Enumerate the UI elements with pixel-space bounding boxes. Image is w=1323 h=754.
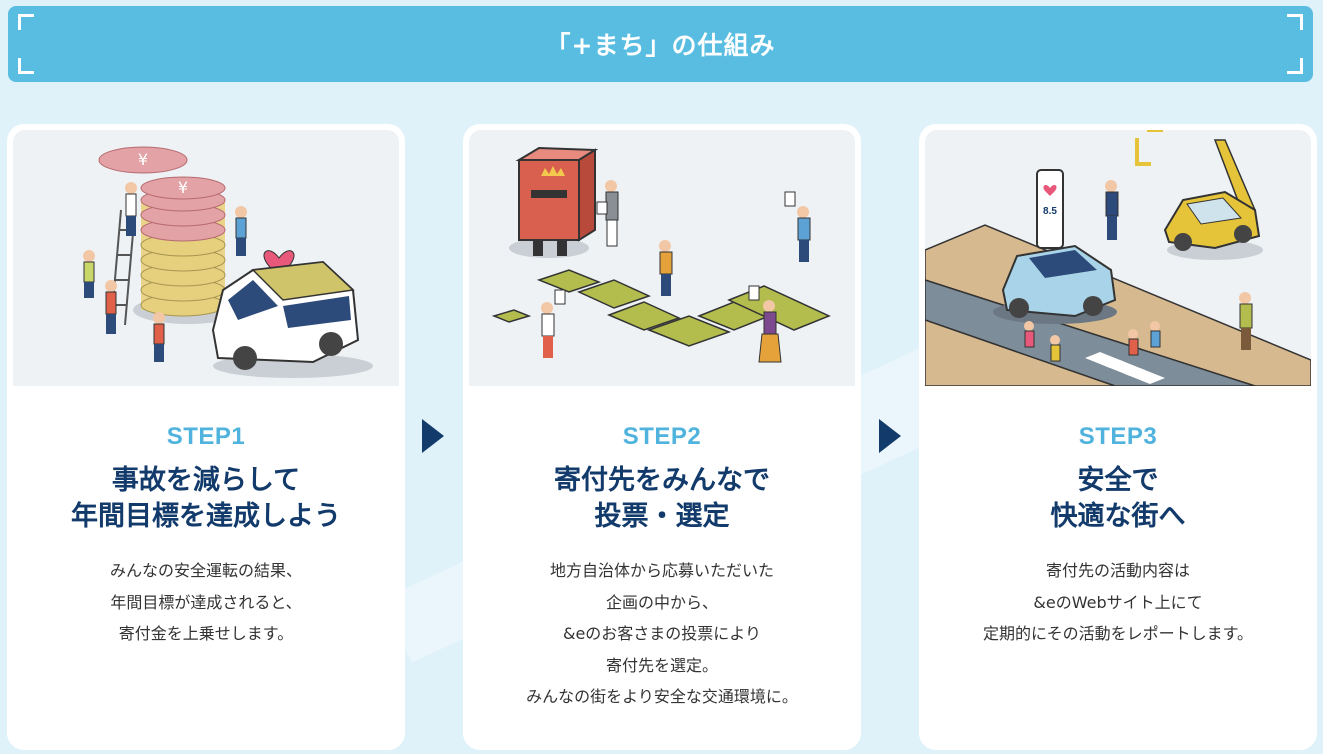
coins-and-car-illustration: ¥ ¥ [13,130,399,386]
svg-text:¥: ¥ [138,150,148,169]
description-line: みんなの安全運転の結果、 [109,561,302,580]
step-heading-line: 事故を減らして [111,465,301,496]
chevron-right-icon [879,419,901,453]
step-label: STEP2 [622,423,702,450]
step-description: 地方自治体から応募いただいた 企画の中から、 &eのお客さまの投票により 寄付先… [466,555,858,713]
description-line: &eのお客さまの投票により [562,624,761,643]
step-card-1: ¥ ¥ [10,127,402,747]
illustration-svg: ¥ ¥ [83,146,373,378]
description-line: 定期的にその活動をレポートします。 [982,624,1254,643]
step-card-2: STEP2 寄付先をみんなで 投票・選定 地方自治体から応募いただいた 企画の中… [466,127,858,747]
corner-bracket-icon [1287,58,1303,74]
step-heading: 事故を減らして 年間目標を達成しよう [10,463,402,535]
safe-street-crosswalk-illustration: 8.5 [925,130,1311,386]
step-label: STEP1 [166,423,246,450]
description-line: &eのWebサイト上にて [1033,592,1203,612]
illustration-svg [491,146,831,363]
section-header-banner: 「+まち」の仕組み [8,6,1313,82]
ballot-box-voting-illustration [469,130,855,386]
corner-bracket-icon [1287,14,1303,30]
step-label: STEP3 [1078,423,1158,450]
step-heading-line: 安全で [1077,465,1159,496]
corner-bracket-icon [18,58,34,74]
description-line: 企画の中から、 [605,592,718,612]
description-line: 寄付金を上乗せします。 [118,624,294,643]
chevron-right-icon [422,419,444,453]
step-heading-line: 快適な街へ [1050,501,1186,532]
step-description: 寄付先の活動内容は &eのWebサイト上にて 定期的にその活動をレポートします。 [922,555,1314,650]
step-heading-line: 年間目標を達成しよう [71,501,341,532]
sign-value: 8.5 [1043,206,1057,217]
illustration-svg: 8.5 [925,130,1311,386]
description-line: みんなの街をより安全な交通環境に。 [526,687,798,706]
corner-bracket-icon [18,14,34,30]
description-line: 寄付先を選定。 [605,655,718,675]
step-heading: 安全で 快適な街へ [922,463,1314,535]
section-title: 「+まち」の仕組み [545,31,776,60]
description-line: 寄付先の活動内容は [1045,561,1190,580]
description-line: 年間目標が達成されると、 [110,592,302,612]
description-line: 地方自治体から応募いただいた [549,561,774,580]
step-heading: 寄付先をみんなで 投票・選定 [466,463,858,535]
svg-text:¥: ¥ [178,178,188,197]
step-heading-line: 投票・選定 [594,501,730,532]
step-card-3: 8.5 [922,127,1314,747]
step-description: みんなの安全運転の結果、 年間目標が達成されると、 寄付金を上乗せします。 [10,555,402,650]
step-heading-line: 寄付先をみんなで [554,465,770,496]
